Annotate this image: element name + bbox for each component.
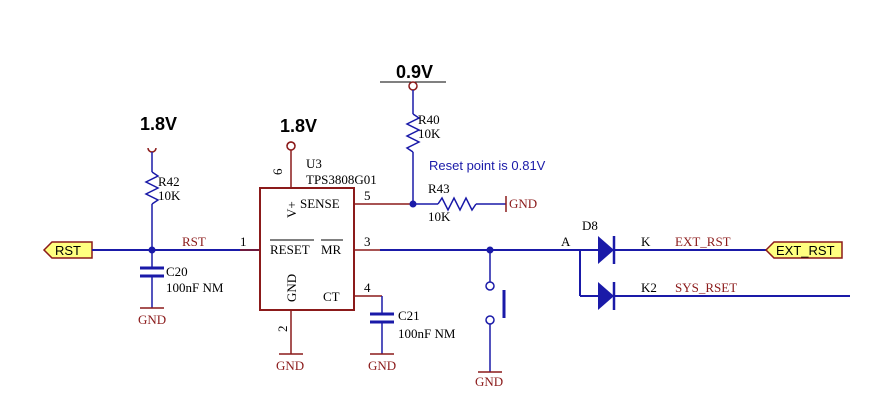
u3-vplus-supply-pin: [286, 141, 296, 151]
d8-pin-k: K: [641, 234, 651, 249]
r42-ref: R42: [158, 174, 180, 189]
u3-ic-body: [259, 187, 355, 311]
r43-resistor: [413, 196, 507, 212]
u3-pin-gnd-label: GND: [284, 274, 299, 302]
r42-resistor: [144, 147, 160, 250]
r42-value: 10K: [158, 188, 181, 203]
u3-part: TPS3808G01: [306, 172, 377, 187]
u3-pin-ct-label: CT: [323, 289, 340, 304]
r40-resistor: [405, 90, 421, 204]
u3-pin3-number: 3: [364, 234, 371, 249]
u3-pin-reset-label: RESET: [270, 242, 310, 257]
u3-pin-vplus-label: V+: [284, 201, 299, 218]
c20-value: 100nF NM: [166, 280, 224, 295]
reset-point-note: Reset point is 0.81V: [429, 158, 546, 173]
rst-port-label: RST: [55, 243, 81, 258]
u3-pin1-number: 1: [240, 234, 247, 249]
ext-rst-net-label: EXT_RST: [675, 234, 731, 249]
u3-pin5-number: 5: [364, 188, 371, 203]
u3-pin6-number: 6: [270, 168, 285, 175]
c21-value: 100nF NM: [398, 326, 456, 341]
ext-rst-port-label: EXT_RST: [776, 243, 835, 258]
r43-gnd-label: GND: [509, 196, 537, 211]
r40-value: 10K: [418, 126, 441, 141]
d8-pin-a: A: [561, 234, 571, 249]
d8-diode-1: [598, 236, 614, 264]
u3-pin-sense-label: SENSE: [300, 196, 340, 211]
c21-ref: C21: [398, 308, 420, 323]
c21-capacitor: [370, 296, 394, 355]
pushbutton-gnd-label: GND: [475, 374, 503, 389]
u3-pin-mr-label: MR: [321, 242, 342, 257]
u3-pin4-number: 4: [364, 280, 371, 295]
ext-rst-port: EXT_RST: [764, 241, 843, 259]
d8-pin-k2: K2: [641, 280, 657, 295]
r40-ref: R40: [418, 112, 440, 127]
rst-port: RST: [42, 241, 93, 259]
r43-ref: R43: [428, 181, 450, 196]
d8-ref: D8: [582, 218, 598, 233]
rail-0v9-label: 0.9V: [396, 62, 433, 82]
u3-gnd-label: GND: [276, 358, 304, 373]
reset-pushbutton: [478, 250, 506, 373]
u3-pin2-number: 2: [275, 326, 290, 333]
c21-gnd-label: GND: [368, 358, 396, 373]
c20-gnd-label: GND: [138, 312, 166, 327]
rail-1v8-left-label: 1.8V: [140, 114, 177, 134]
u3-ref: U3: [306, 156, 322, 171]
d8-diode-2: [598, 282, 614, 310]
r43-value: 10K: [428, 209, 451, 224]
rail-1v8-mid-label: 1.8V: [280, 116, 317, 136]
c20-ref: C20: [166, 264, 188, 279]
c20-capacitor: [140, 250, 164, 309]
rail-0v9-pin: [408, 81, 418, 91]
rst-net-label: RST: [182, 234, 206, 249]
sys-rset-net-label: SYS_RSET: [675, 280, 737, 295]
